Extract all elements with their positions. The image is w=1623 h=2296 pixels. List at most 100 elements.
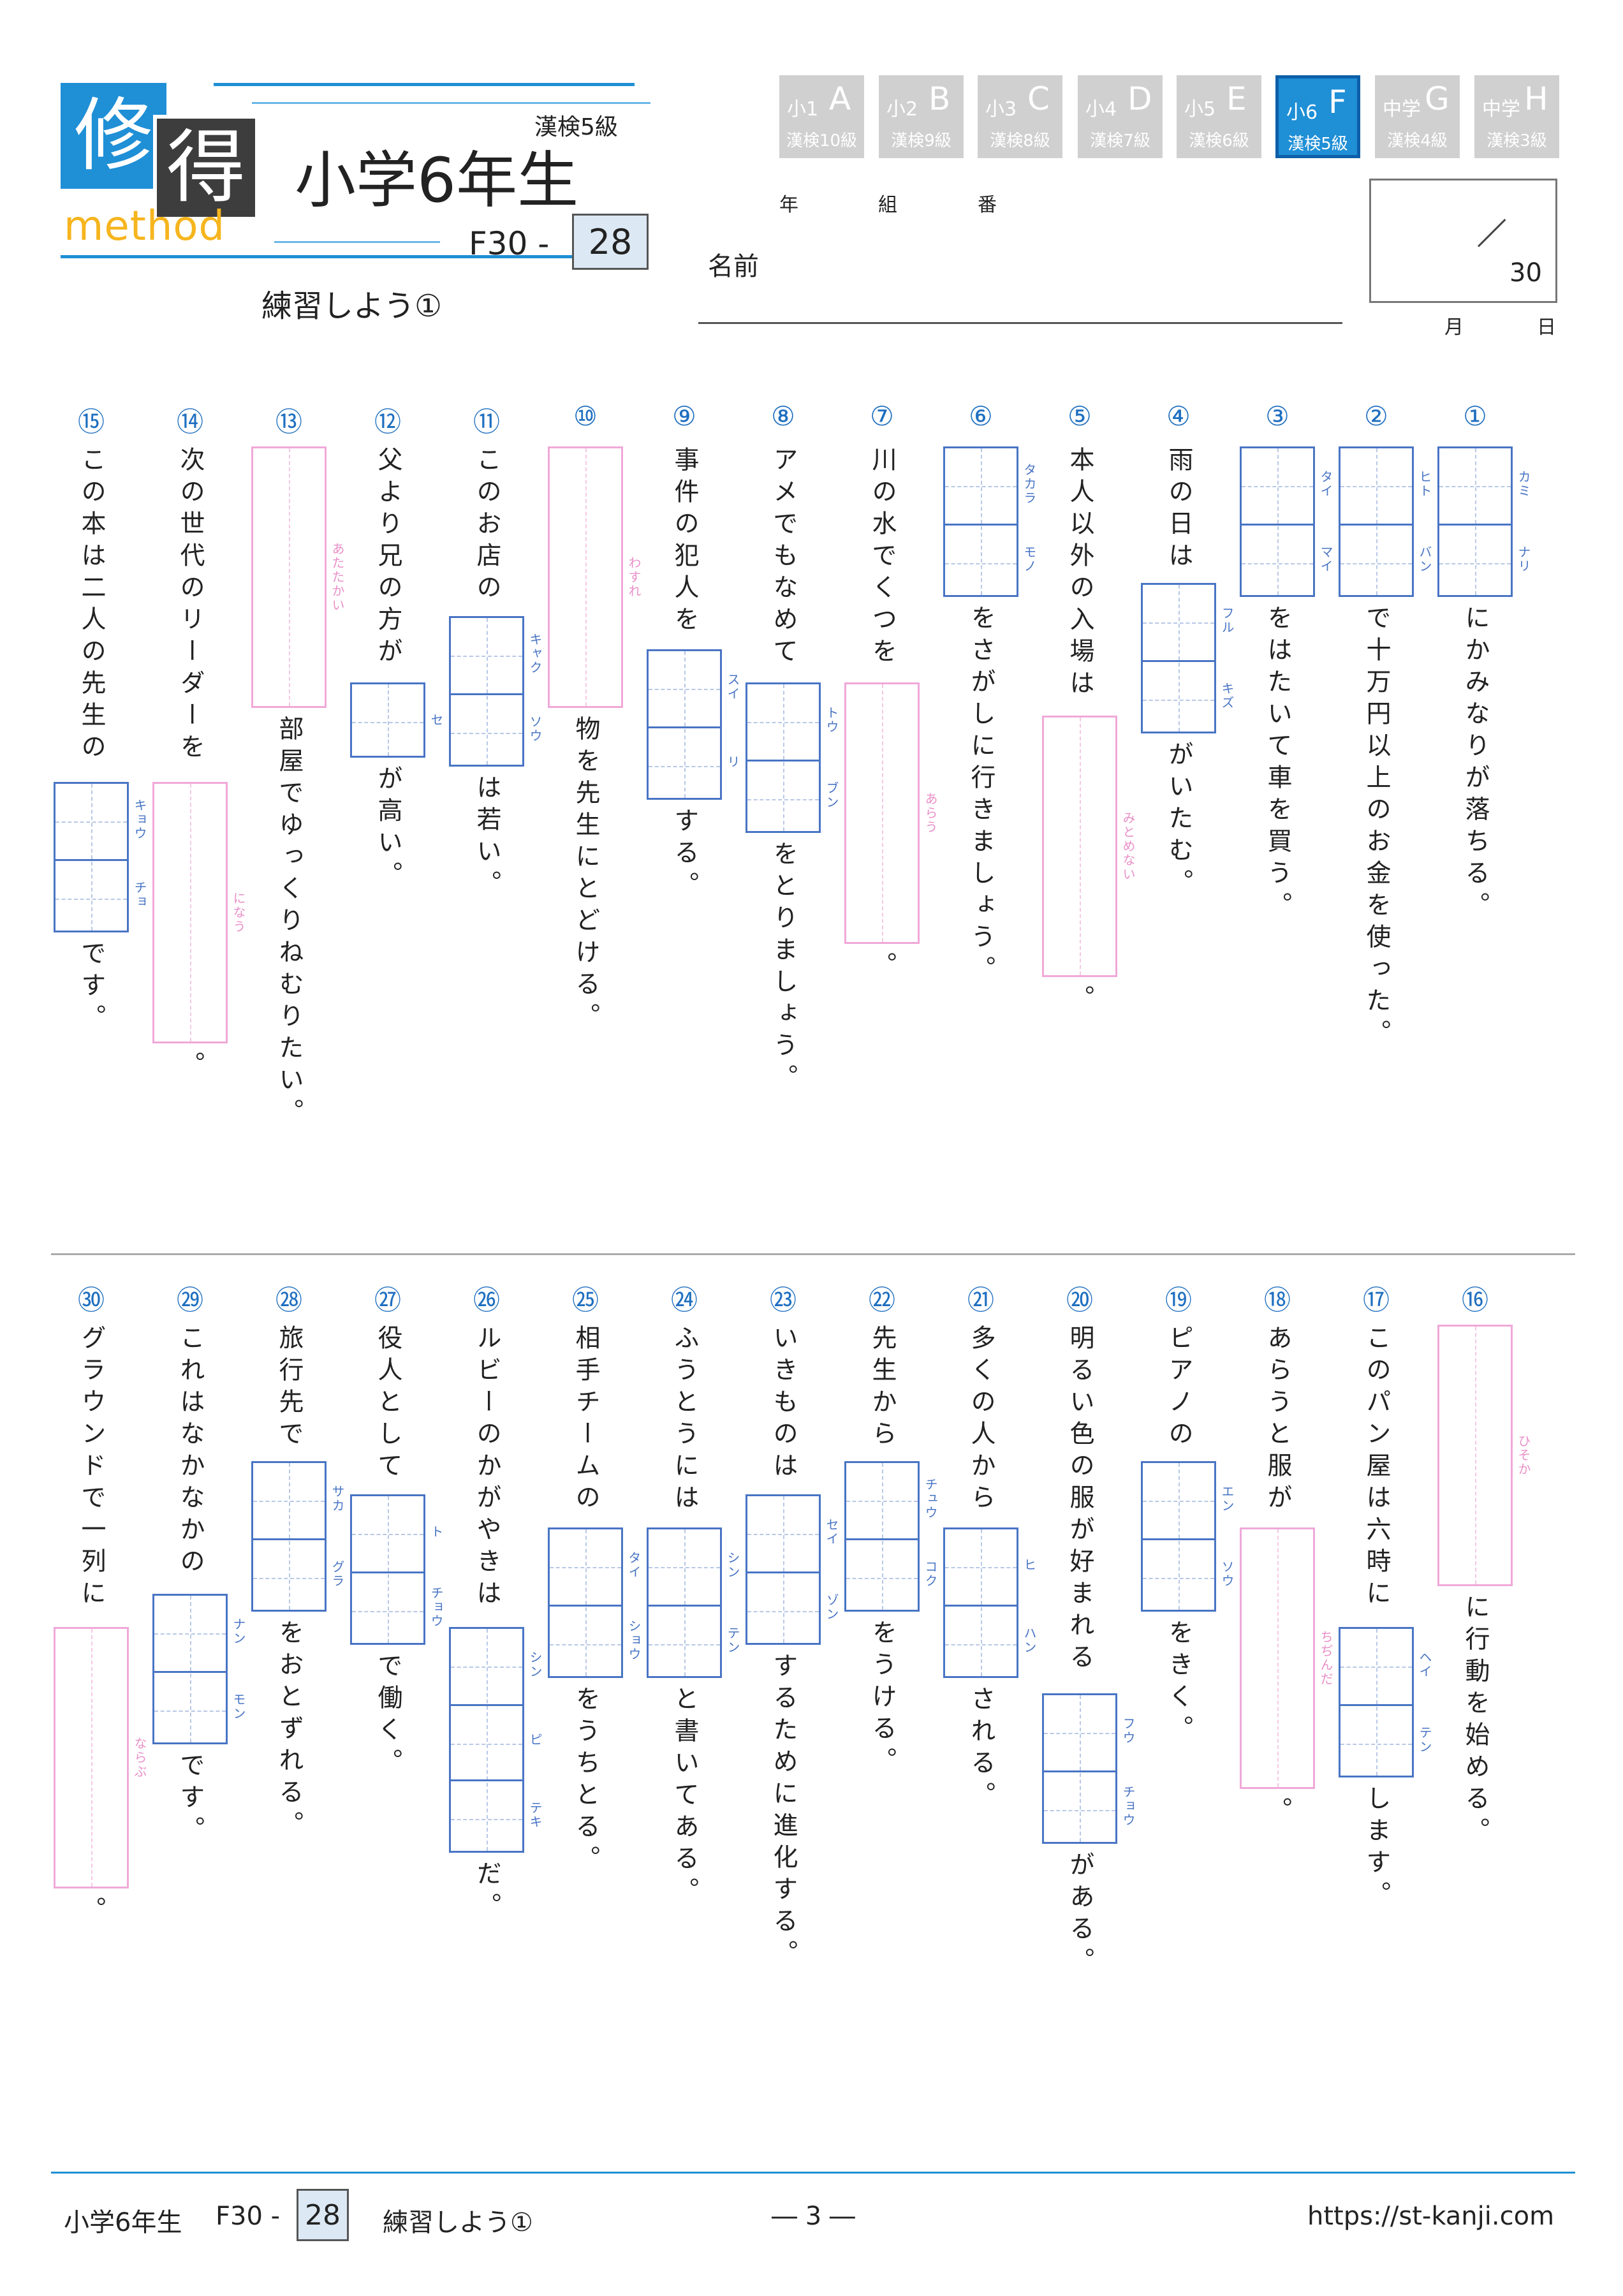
- kanji-answer-box[interactable]: [548, 1527, 623, 1678]
- furigana-reading: モン: [231, 1693, 246, 1721]
- kanji-answer-box[interactable]: [745, 682, 821, 833]
- kanji-answer-box[interactable]: [449, 1627, 524, 1853]
- answer-cell[interactable]: [649, 651, 720, 726]
- worksheet-subtitle: 練習しよう①: [261, 288, 443, 324]
- guide-line: [747, 722, 819, 723]
- answer-cell[interactable]: [1143, 585, 1214, 660]
- answer-cell[interactable]: [253, 1538, 325, 1614]
- answer-cell[interactable]: [550, 1529, 621, 1605]
- answer-cell[interactable]: [352, 1571, 423, 1647]
- kanji-answer-box[interactable]: [647, 649, 722, 800]
- answer-cell[interactable]: [945, 1529, 1017, 1605]
- answer-cell[interactable]: [945, 524, 1017, 599]
- answer-cell[interactable]: [451, 1704, 522, 1779]
- answer-cell[interactable]: [1242, 448, 1313, 524]
- question-text: と書いてある。: [670, 1686, 699, 1909]
- site-url[interactable]: https://st-kanji.com: [1307, 2202, 1555, 2231]
- guide-line: [451, 733, 522, 734]
- answer-cell[interactable]: [747, 760, 819, 835]
- kanji-answer-box[interactable]: [1339, 446, 1414, 597]
- answer-cell[interactable]: [451, 1629, 522, 1704]
- answer-cell[interactable]: [1439, 524, 1511, 599]
- furigana-reading: セ: [429, 713, 444, 727]
- kana-answer-box[interactable]: [1240, 1527, 1315, 1789]
- question-text: で十万円以上のお金を使った。: [1362, 605, 1391, 1051]
- answer-cell[interactable]: [550, 1605, 621, 1680]
- kanji-answer-box[interactable]: [350, 1494, 425, 1645]
- kana-answer-box[interactable]: [548, 446, 623, 708]
- answer-cell[interactable]: [945, 1605, 1017, 1680]
- class-label: 組: [878, 194, 897, 216]
- answer-cell[interactable]: [55, 784, 127, 859]
- guide-line: [783, 1496, 784, 1643]
- name-field[interactable]: [698, 322, 1342, 324]
- furigana-reading: テン: [725, 1626, 740, 1654]
- answer-cell[interactable]: [352, 684, 423, 760]
- kana-answer-box[interactable]: [251, 446, 327, 708]
- kana-answer-box[interactable]: [1437, 1325, 1513, 1586]
- answer-cell[interactable]: [1340, 1704, 1412, 1779]
- answer-cell[interactable]: [649, 1605, 720, 1680]
- answer-cell[interactable]: [1439, 448, 1511, 524]
- answer-cell[interactable]: [352, 1496, 423, 1571]
- answer-cell[interactable]: [649, 1529, 720, 1605]
- answer-cell[interactable]: [1143, 660, 1214, 735]
- answer-cell[interactable]: [1143, 1463, 1214, 1538]
- answer-cell[interactable]: [1340, 524, 1412, 599]
- answer-cell[interactable]: [1044, 1770, 1115, 1846]
- answer-cell[interactable]: [451, 693, 522, 769]
- kanji-answer-box[interactable]: [943, 446, 1018, 597]
- answer-cell[interactable]: [1340, 1629, 1412, 1704]
- kana-answer-box[interactable]: [844, 682, 920, 944]
- answer-cell[interactable]: [154, 1596, 226, 1671]
- kanji-answer-box[interactable]: [1042, 1693, 1117, 1844]
- question-text: をおとずれる。: [275, 1619, 304, 1843]
- kanji-answer-box[interactable]: [1141, 583, 1216, 733]
- kanji-answer-box[interactable]: [1437, 446, 1513, 597]
- kana-answer-box[interactable]: [1042, 716, 1117, 977]
- kanji-answer-box[interactable]: [152, 1594, 228, 1744]
- answer-cell[interactable]: [451, 618, 522, 693]
- logo-word: method: [64, 203, 226, 250]
- answer-cell[interactable]: [649, 726, 720, 802]
- answer-cell[interactable]: [1143, 1538, 1214, 1614]
- kanji-answer-box[interactable]: [449, 616, 524, 767]
- kanji-answer-box[interactable]: [1339, 1627, 1414, 1777]
- answer-cell[interactable]: [846, 1538, 918, 1614]
- score-box[interactable]: [1369, 179, 1557, 303]
- answer-cell[interactable]: [846, 1463, 918, 1538]
- kana-answer-box[interactable]: [152, 782, 228, 1043]
- kanji-answer-box[interactable]: [1240, 446, 1315, 597]
- answer-cell[interactable]: [747, 1496, 819, 1571]
- level-kentei: 漢検8級: [990, 131, 1050, 151]
- answer-cell[interactable]: [1044, 1695, 1115, 1770]
- answer-cell[interactable]: [1340, 448, 1412, 524]
- kanji-answer-box[interactable]: [745, 1494, 821, 1645]
- answer-cell[interactable]: [945, 448, 1017, 524]
- kanji-answer-box[interactable]: [251, 1461, 327, 1612]
- answer-cell[interactable]: [451, 1779, 522, 1855]
- kanji-answer-box[interactable]: [54, 782, 129, 932]
- answer-cell[interactable]: [154, 1671, 226, 1746]
- answer-cell[interactable]: [747, 684, 819, 760]
- answer-cell[interactable]: [1242, 524, 1313, 599]
- guide-line: [1143, 1578, 1214, 1579]
- kanji-answer-box[interactable]: [943, 1527, 1018, 1678]
- kanji-answer-box[interactable]: [1141, 1461, 1216, 1612]
- kanji-answer-box[interactable]: [350, 682, 425, 758]
- answer-cell[interactable]: [253, 1463, 325, 1538]
- answer-cell[interactable]: [55, 859, 127, 934]
- kanji-answer-box[interactable]: [844, 1461, 920, 1612]
- kana-answer-box[interactable]: [54, 1627, 129, 1888]
- answer-cell[interactable]: [747, 1571, 819, 1647]
- kanji-answer-box[interactable]: [647, 1527, 722, 1678]
- question-number: ㉗: [374, 1284, 401, 1316]
